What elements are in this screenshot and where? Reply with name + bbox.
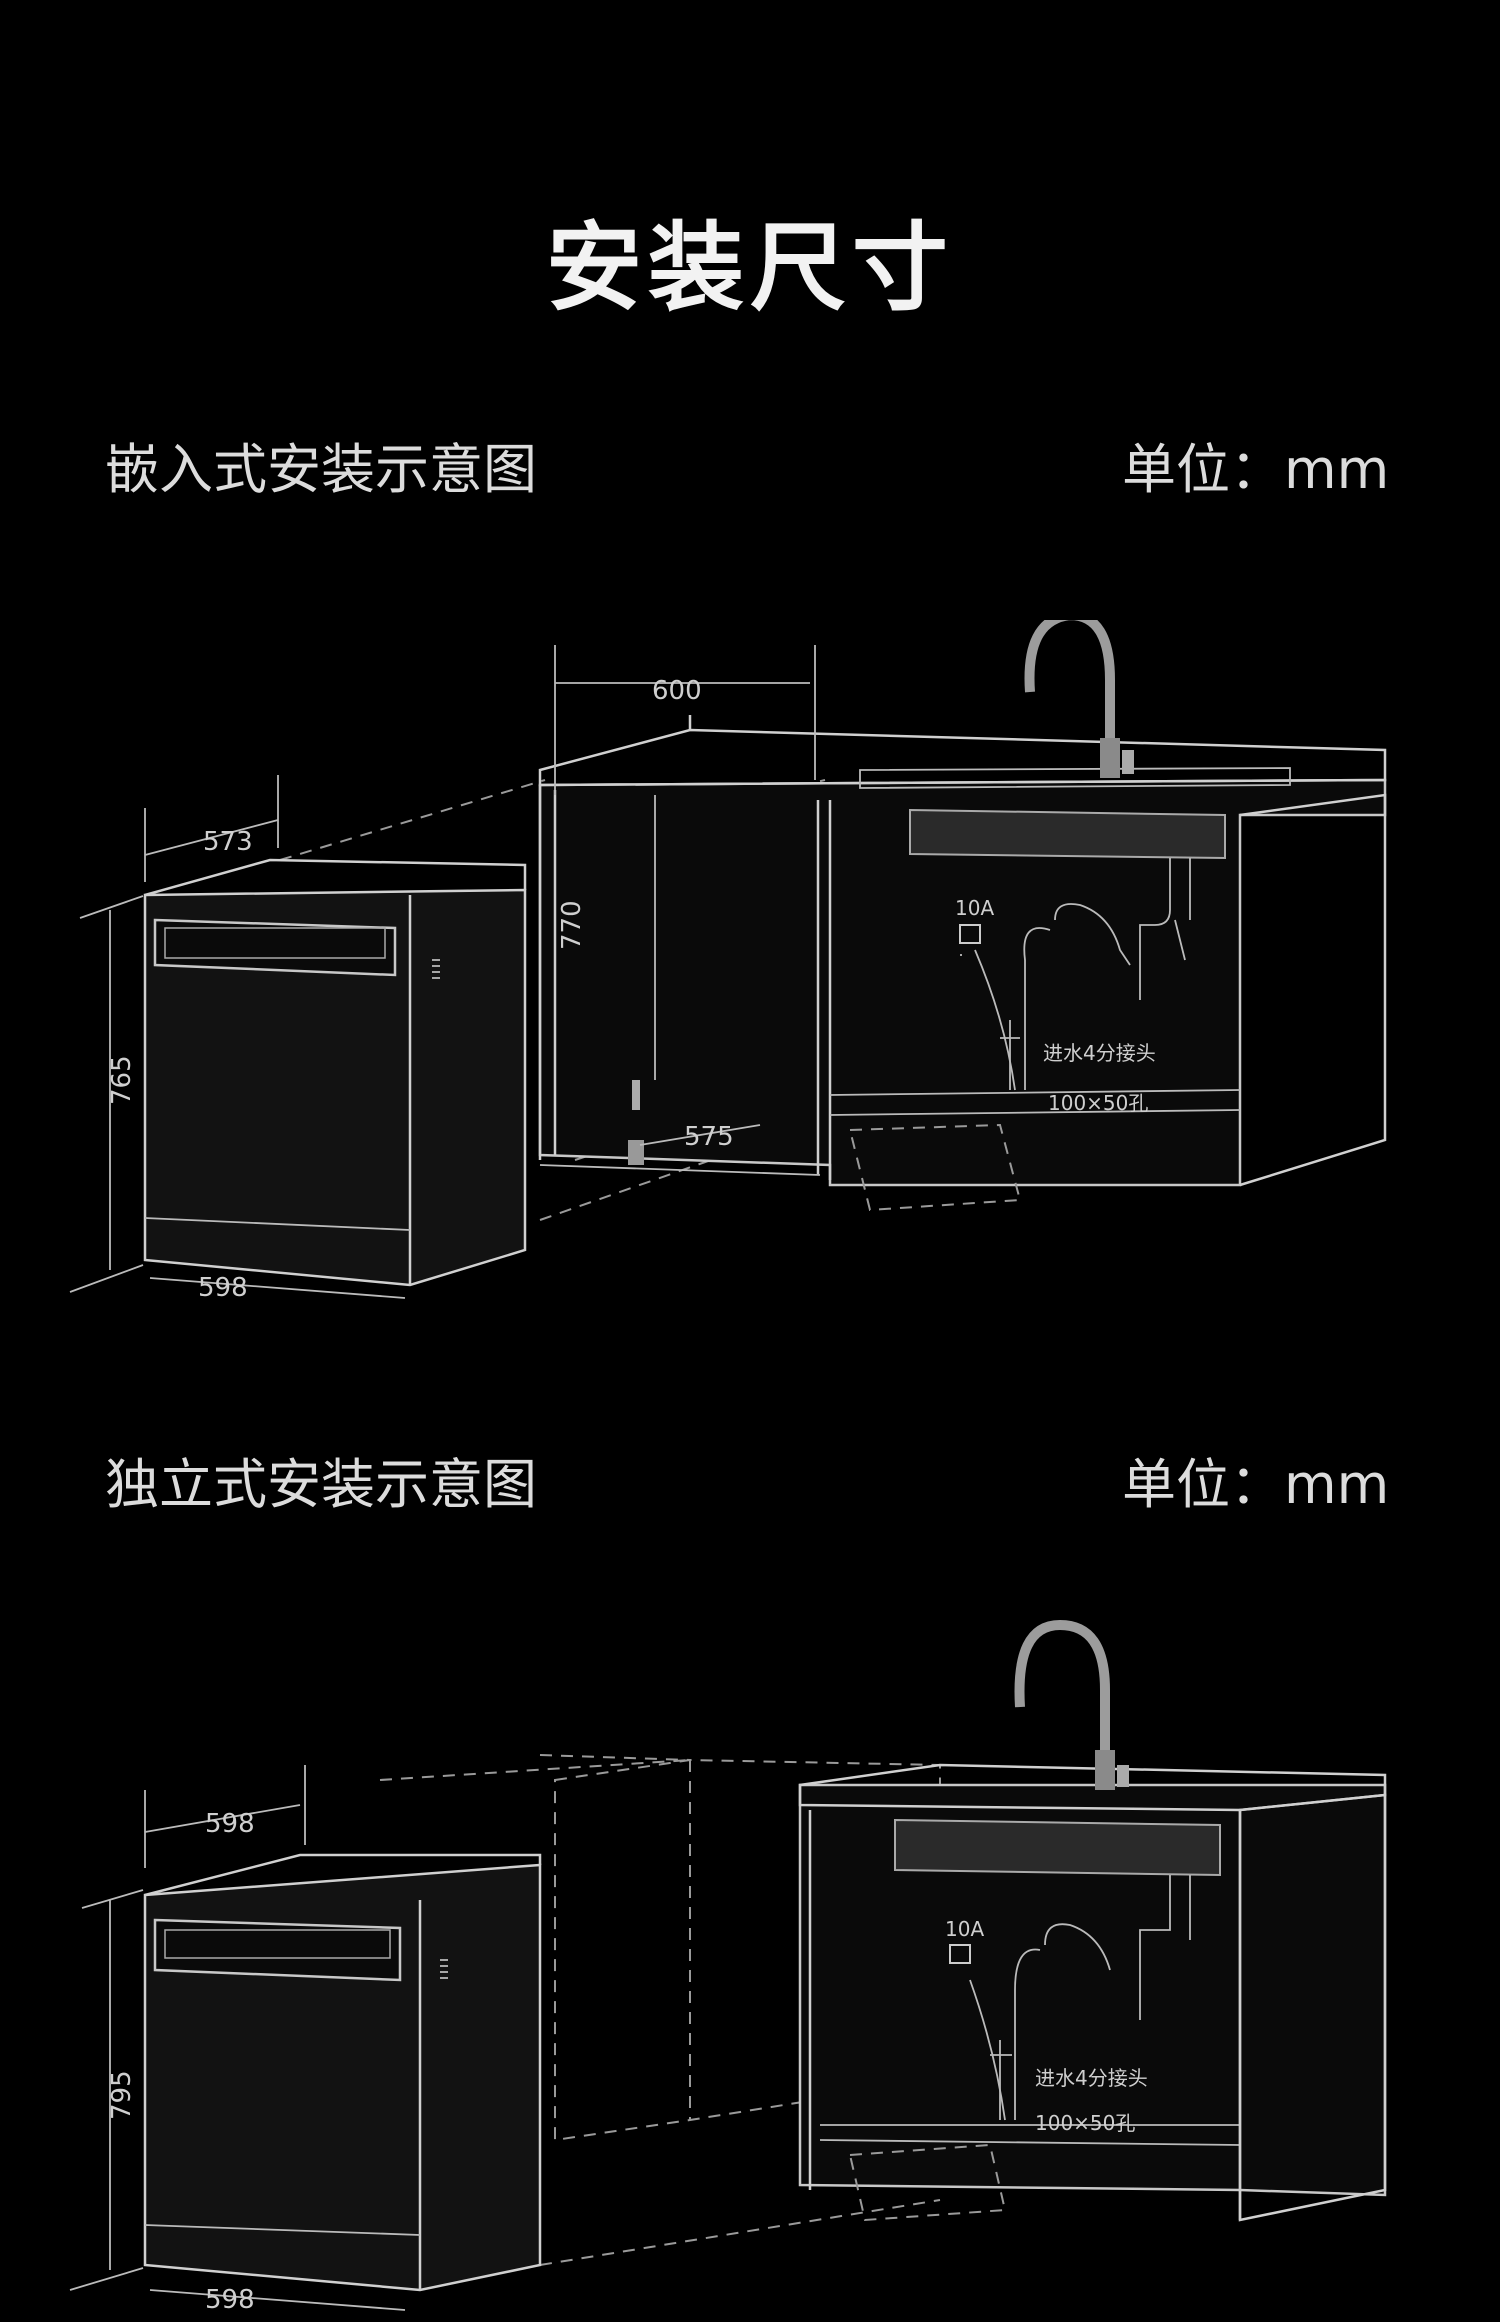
cabinet-height-label: 770 [557, 900, 587, 950]
standalone-hole-label: 100×50孔 [1035, 2111, 1135, 2135]
machine-width-label: 598 [198, 1273, 248, 1303]
standalone-section-title: 独立式安装示意图 [105, 1453, 537, 1516]
standalone-install-diagram: 598 795 598 10A 进水4分接头 100×50孔 [69, 1619, 1387, 2315]
embedded-install-diagram: 600 770 575 573 765 598 10A 进水4分接头 100×5… [69, 620, 1387, 1303]
cabinet-unit-standalone [798, 1619, 1387, 2222]
machine-depth-label: 573 [203, 827, 253, 857]
standalone-socket-icon [949, 1944, 971, 1964]
cabinet-depth-label: 575 [684, 1122, 734, 1152]
dishwasher-machine-standalone [143, 1853, 542, 2292]
page-title: 安装尺寸 [546, 212, 954, 324]
dishwasher-machine [143, 858, 644, 1287]
machine-height-label: 765 [107, 1055, 137, 1105]
cabinet-leveling-foot [628, 1140, 644, 1165]
water-inlet-label: 进水4分接头 [1043, 1041, 1156, 1065]
standalone-socket-label: 10A [945, 1917, 984, 1941]
cabinet-width-label: 600 [652, 676, 702, 706]
standalone-machine-depth-label: 598 [205, 1809, 255, 1839]
standalone-water-inlet-label: 进水4分接头 [1035, 2066, 1148, 2090]
embedded-section-title: 嵌入式安装示意图 [105, 438, 537, 501]
socket-icon [959, 924, 981, 944]
standalone-machine-width-label: 598 [205, 2285, 255, 2315]
embedded-unit-label: 单位：mm [1122, 438, 1390, 501]
socket-label: 10A [955, 896, 994, 920]
standalone-machine-height-label: 795 [107, 2070, 137, 2120]
hole-label: 100×50孔 [1048, 1091, 1148, 1115]
standalone-unit-label: 单位：mm [1122, 1453, 1390, 1516]
